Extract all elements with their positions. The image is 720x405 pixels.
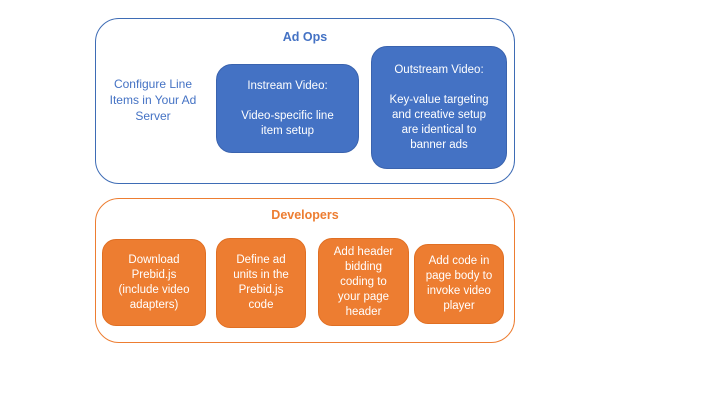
developers-title: Developers xyxy=(271,208,339,222)
ad-ops-title: Ad Ops xyxy=(282,30,328,44)
outstream-video-title: Outstream Video: xyxy=(394,63,484,76)
instream-video-title: Instream Video: xyxy=(247,79,328,92)
